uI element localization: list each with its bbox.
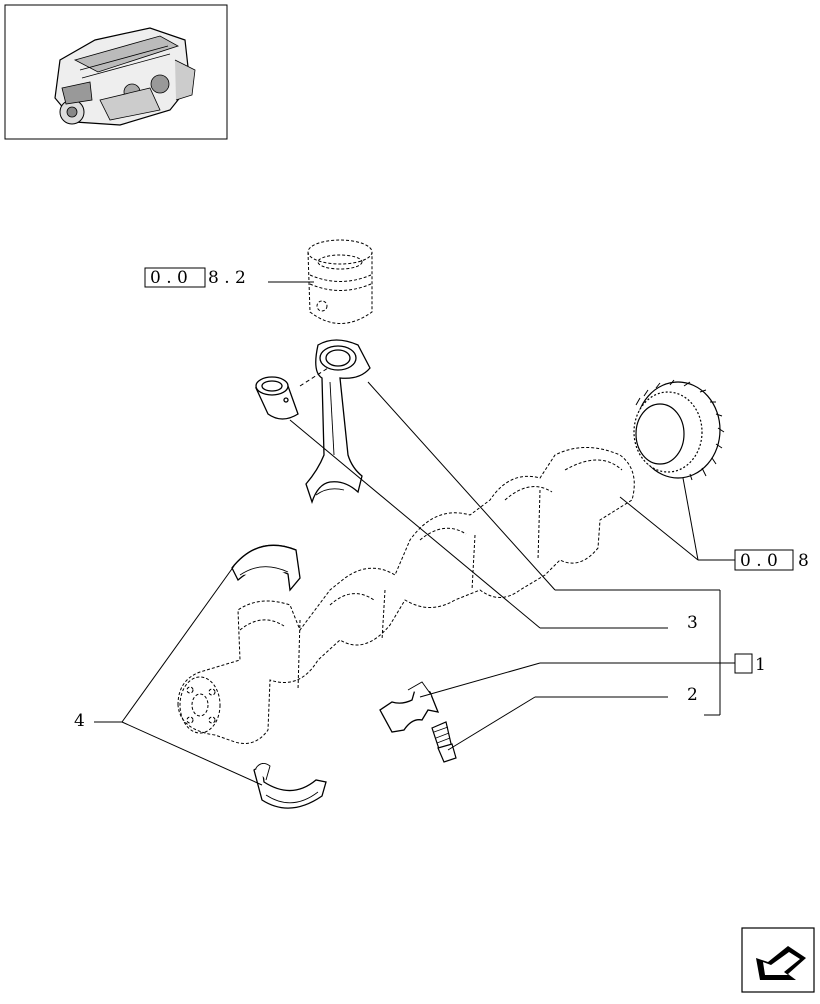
next-page-arrow-icon — [756, 946, 806, 980]
gear-reference[interactable]: 0 . 0 8 — [619, 477, 809, 571]
gear-reference-boxed: 0 . 0 — [740, 551, 778, 571]
piston-reference[interactable]: 0 . 0 8 . 2 — [144, 267, 314, 288]
callout-1-leader-cap — [419, 662, 541, 698]
lower-main-bearing-shell — [253, 763, 327, 809]
next-page-button[interactable] — [741, 927, 815, 993]
upper-main-bearing-shell — [231, 544, 301, 592]
callout-2[interactable] — [447, 696, 668, 751]
callout-3[interactable] — [289, 419, 668, 629]
callout-4-label: 4 — [74, 711, 85, 731]
callout-2-leader — [447, 696, 536, 751]
wrist-pin-axis — [299, 367, 329, 387]
cap-bolt — [431, 721, 457, 763]
callout-1-leader-rod — [367, 381, 556, 591]
callout-4-leader-upper — [121, 565, 235, 723]
piston-reference-suffix: 8 . 2 — [208, 268, 246, 288]
callout-3-label: 3 — [687, 613, 698, 633]
connecting-rod — [305, 339, 371, 505]
gear-reference-suffix: 8 — [798, 551, 809, 571]
small-end-bushing — [255, 376, 299, 420]
callout-1[interactable] — [367, 381, 753, 716]
piston-reference-boxed: 0 . 0 — [150, 268, 188, 288]
callout-4-leader-lower — [121, 721, 263, 786]
engine-thumbnail[interactable] — [4, 4, 228, 140]
timing-gear — [633, 379, 725, 481]
engine-thumbnail-icon — [54, 27, 196, 126]
piston-outline — [307, 239, 373, 324]
callout-3-leader — [289, 419, 541, 629]
gear-leader-line-b — [682, 477, 699, 561]
crankshaft-outline — [177, 447, 635, 744]
callout-1-box — [734, 653, 753, 674]
callout-1-label: 1 — [755, 655, 766, 675]
callout-2-label: 2 — [687, 685, 698, 705]
connecting-rod-cap — [379, 681, 440, 733]
gear-leader-line-a — [619, 496, 699, 561]
callout-4[interactable] — [94, 565, 263, 786]
